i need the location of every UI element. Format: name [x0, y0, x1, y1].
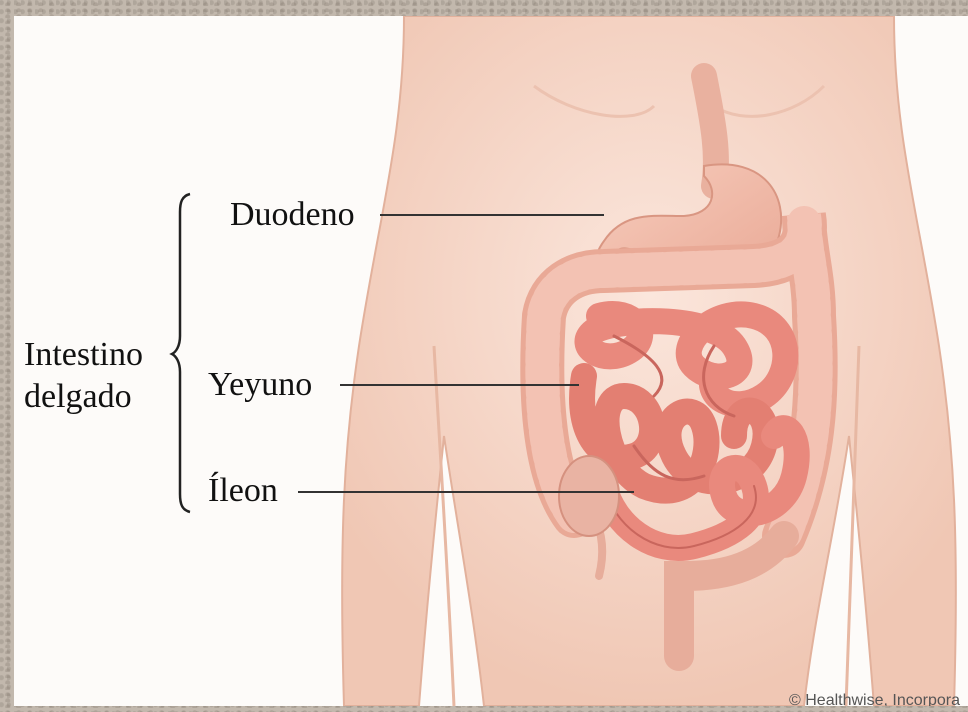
duodenum-label: Duodeno	[230, 198, 355, 232]
group-label-line-1: Intestino	[24, 334, 143, 376]
torso	[342, 16, 956, 706]
ileum-label: Íleon	[208, 474, 278, 508]
group-bracket	[172, 194, 190, 512]
diagram-panel: Intestino delgado Duodeno Yeyuno Íleon ©…	[14, 16, 968, 706]
jejunum-label: Yeyuno	[208, 368, 312, 402]
cecum	[559, 456, 619, 536]
small-intestine-group-label: Intestino delgado	[24, 334, 143, 418]
group-label-line-2: delgado	[24, 376, 143, 418]
copyright-credit: © Healthwise, Incorpora	[789, 692, 960, 706]
anatomy-illustration	[14, 16, 968, 706]
